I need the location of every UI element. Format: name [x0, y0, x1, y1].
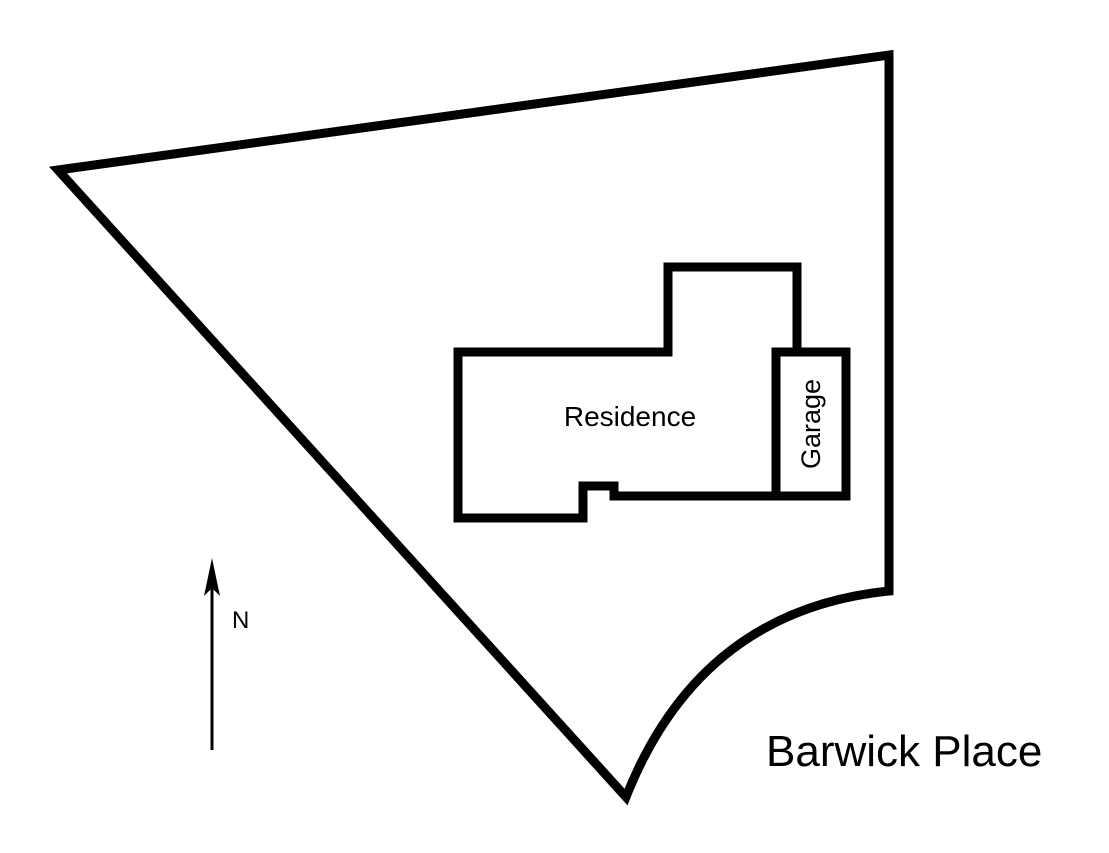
north-arrow: [204, 558, 220, 750]
street-label: Barwick Place: [766, 727, 1042, 776]
north-label: N: [232, 607, 249, 634]
residence-label: Residence: [564, 401, 696, 432]
property-boundary: [48, 49, 894, 806]
north-arrow-head-icon: [204, 558, 220, 596]
residence-outline: [453, 262, 802, 523]
garage-outline: [771, 347, 851, 501]
garage-label: Garage: [796, 379, 826, 469]
